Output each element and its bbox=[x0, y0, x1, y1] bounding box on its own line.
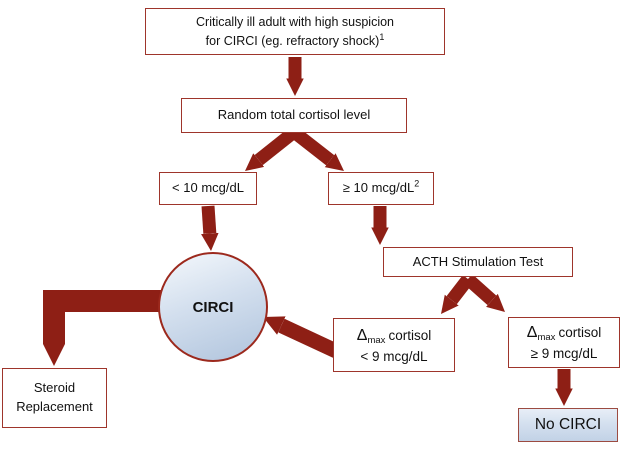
node-steroid-replacement: Steroid Replacement bbox=[2, 368, 107, 428]
node-cortisol-low-label: < 10 mcg/dL bbox=[172, 180, 244, 196]
node-cortisol-low: < 10 mcg/dL bbox=[159, 172, 257, 205]
node-acth-test-label: ACTH Stimulation Test bbox=[412, 253, 544, 269]
arrow-acth-to-delta-high bbox=[463, 274, 506, 312]
footnote-1: 1 bbox=[379, 31, 385, 42]
arrow-random-to-high bbox=[290, 126, 344, 172]
delta-symbol: Δ bbox=[526, 324, 538, 342]
node-delta-high-line2: ≥ 9 mcg/dL bbox=[530, 346, 598, 362]
arrow-delta-low-to-circi bbox=[263, 316, 340, 358]
node-cortisol-high-label: ≥ 10 mcg/dL2 bbox=[342, 178, 420, 196]
node-delta-low-line2: < 9 mcg/dL bbox=[360, 348, 428, 364]
node-circi-circle: CIRCI bbox=[158, 252, 268, 362]
node-no-circi-label: No CIRCI bbox=[534, 415, 602, 433]
node-start-line1: Critically ill adult with high suspicion bbox=[196, 14, 394, 29]
delta-symbol: Δ bbox=[356, 326, 368, 344]
node-acth-test: ACTH Stimulation Test bbox=[383, 247, 573, 277]
footnote-2: 2 bbox=[414, 178, 420, 189]
delta-subscript: max bbox=[367, 334, 386, 346]
node-start-line2: for CIRCI (eg. refractory shock)1 bbox=[205, 31, 385, 48]
node-steroid-line1: Steroid bbox=[33, 380, 76, 396]
node-no-circi: No CIRCI bbox=[518, 408, 618, 442]
node-start: Critically ill adult with high suspicion… bbox=[145, 8, 445, 55]
node-random-cortisol-label: Random total cortisol level bbox=[217, 107, 371, 123]
delta-subscript: max bbox=[537, 332, 556, 344]
node-steroid-line2: Replacement bbox=[16, 399, 93, 414]
arrow-low-to-circi bbox=[201, 205, 219, 252]
node-circi-label: CIRCI bbox=[192, 298, 234, 316]
arrow-circi-to-steroid bbox=[43, 290, 162, 366]
arrow-random-to-low bbox=[244, 126, 299, 172]
node-cortisol-high: ≥ 10 mcg/dL2 bbox=[328, 172, 434, 205]
node-random-cortisol: Random total cortisol level bbox=[181, 98, 407, 133]
